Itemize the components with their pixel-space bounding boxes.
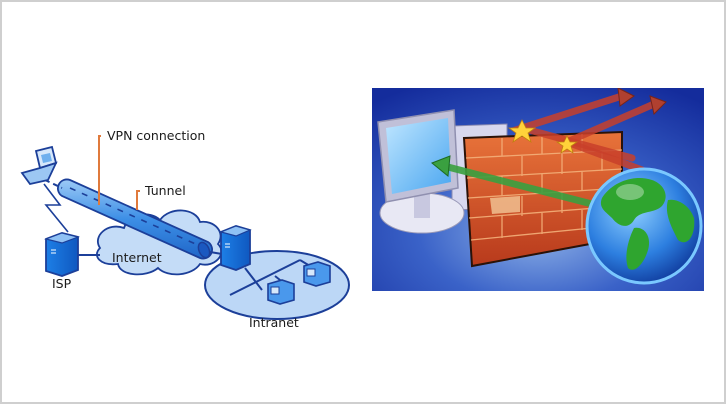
tunnel-callout <box>136 190 140 210</box>
vpn-tunnel <box>57 178 213 260</box>
globe-icon <box>585 167 703 285</box>
vpn-connection-callout <box>98 135 101 205</box>
tunnel-label: Tunnel <box>144 183 186 198</box>
wall-opening <box>490 196 520 214</box>
gateway-link <box>209 251 223 255</box>
vpn-connection-label: VPN connection <box>107 128 205 143</box>
wireless-link <box>43 183 69 233</box>
laptop-icon <box>20 145 58 186</box>
impact-star-icon <box>507 119 537 143</box>
gateway-server-icon <box>219 225 252 271</box>
workstation-icon <box>267 279 295 305</box>
isp-server-icon <box>43 232 81 277</box>
dial-link <box>44 179 63 189</box>
vpn-diagram: VPN connection Tunnel Internet ISP Intra… <box>20 128 350 330</box>
intranet-label: Intranet <box>249 315 299 330</box>
firewall-illustration <box>372 88 704 291</box>
impact-star-icon <box>555 135 579 154</box>
isp-label: ISP <box>52 276 72 291</box>
workstation-icon <box>303 261 331 287</box>
internet-label: Internet <box>112 250 162 265</box>
